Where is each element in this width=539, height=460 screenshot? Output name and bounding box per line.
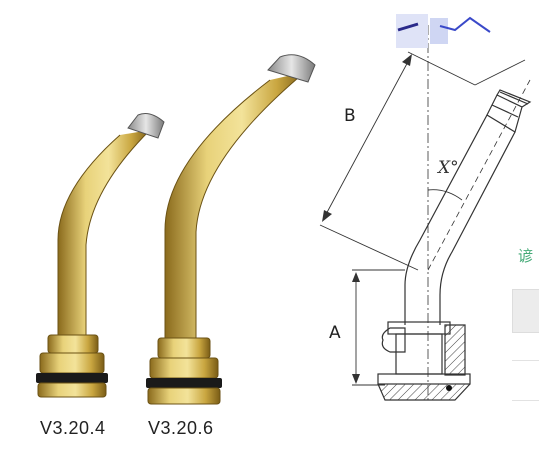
valve-v3-20-6-image xyxy=(146,54,316,405)
side-panel-divider xyxy=(512,400,539,401)
dimension-b-label: B xyxy=(344,106,356,126)
dimension-a-label: A xyxy=(329,323,341,343)
side-panel-fragment-text: 谚 xyxy=(518,247,534,265)
side-panel-divider xyxy=(512,360,539,361)
model-label-v3-20-6: V3.20.6 xyxy=(148,418,214,438)
header-fragment xyxy=(396,14,491,48)
technical-drawing xyxy=(319,25,532,401)
side-panel-fragment-box xyxy=(512,289,539,333)
model-label-v3-20-4: V3.20.4 xyxy=(40,418,106,438)
angle-label: X° xyxy=(438,158,459,178)
valve-v3-20-4-image xyxy=(36,113,165,398)
